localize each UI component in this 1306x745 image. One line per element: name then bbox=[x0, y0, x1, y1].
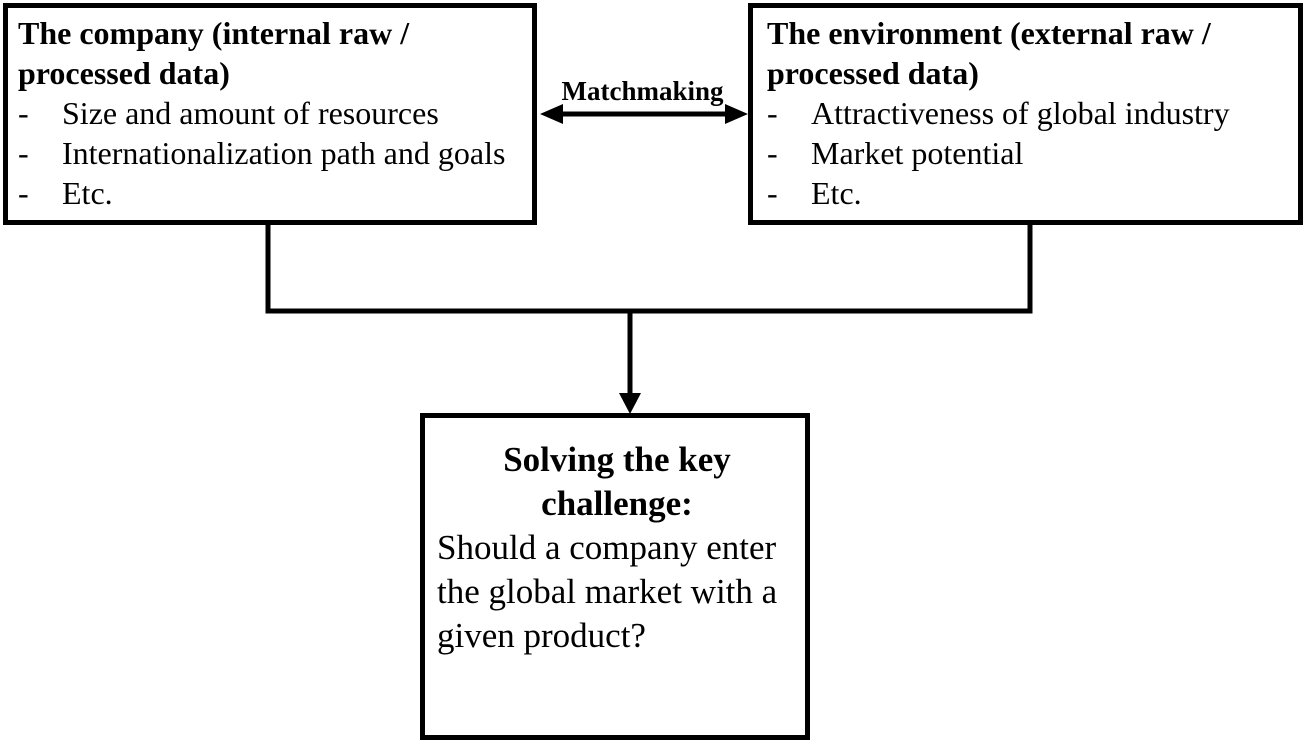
bullet-dash: - bbox=[767, 135, 778, 171]
challenge-box-question: Should a company enter the global market… bbox=[437, 528, 778, 655]
bullet-dash: - bbox=[18, 95, 29, 131]
challenge-box: Solving the key challenge: Should a comp… bbox=[420, 413, 810, 740]
matchmaking-double-arrow-icon bbox=[540, 104, 748, 124]
list-item-text: Attractiveness of global industry bbox=[811, 95, 1230, 131]
list-item-text: Market potential bbox=[811, 135, 1024, 171]
list-item-text: Size and amount of resources bbox=[62, 95, 439, 131]
environment-box-title: The environment (external raw / processe… bbox=[767, 15, 1211, 91]
list-item: - Size and amount of resources bbox=[18, 93, 528, 133]
matchmaking-label: Matchmaking bbox=[561, 76, 724, 106]
bullet-dash: - bbox=[767, 95, 778, 131]
list-item: - Etc. bbox=[18, 173, 528, 213]
environment-box-list: - Attractiveness of global industry - Ma… bbox=[767, 93, 1292, 213]
list-item: - Attractiveness of global industry bbox=[767, 93, 1292, 133]
list-item-text: Etc. bbox=[62, 175, 113, 211]
list-item: - Market potential bbox=[767, 133, 1292, 173]
bullet-dash: - bbox=[18, 175, 29, 211]
bullet-dash: - bbox=[18, 135, 29, 171]
company-box-title: The company (internal raw / processed da… bbox=[18, 15, 410, 91]
challenge-box-heading: Solving the key challenge: bbox=[503, 440, 731, 523]
list-item: - Internationalization path and goals bbox=[18, 133, 528, 173]
company-box: The company (internal raw / processed da… bbox=[3, 3, 537, 225]
company-box-list: - Size and amount of resources - Interna… bbox=[18, 93, 528, 213]
environment-box: The environment (external raw / processe… bbox=[748, 3, 1303, 225]
list-item-text: Internationalization path and goals bbox=[62, 135, 506, 171]
join-connector-line bbox=[265, 224, 1033, 314]
bullet-dash: - bbox=[767, 175, 778, 211]
list-item: - Etc. bbox=[767, 173, 1292, 213]
down-arrow-icon bbox=[619, 311, 641, 414]
list-item-text: Etc. bbox=[811, 175, 862, 211]
